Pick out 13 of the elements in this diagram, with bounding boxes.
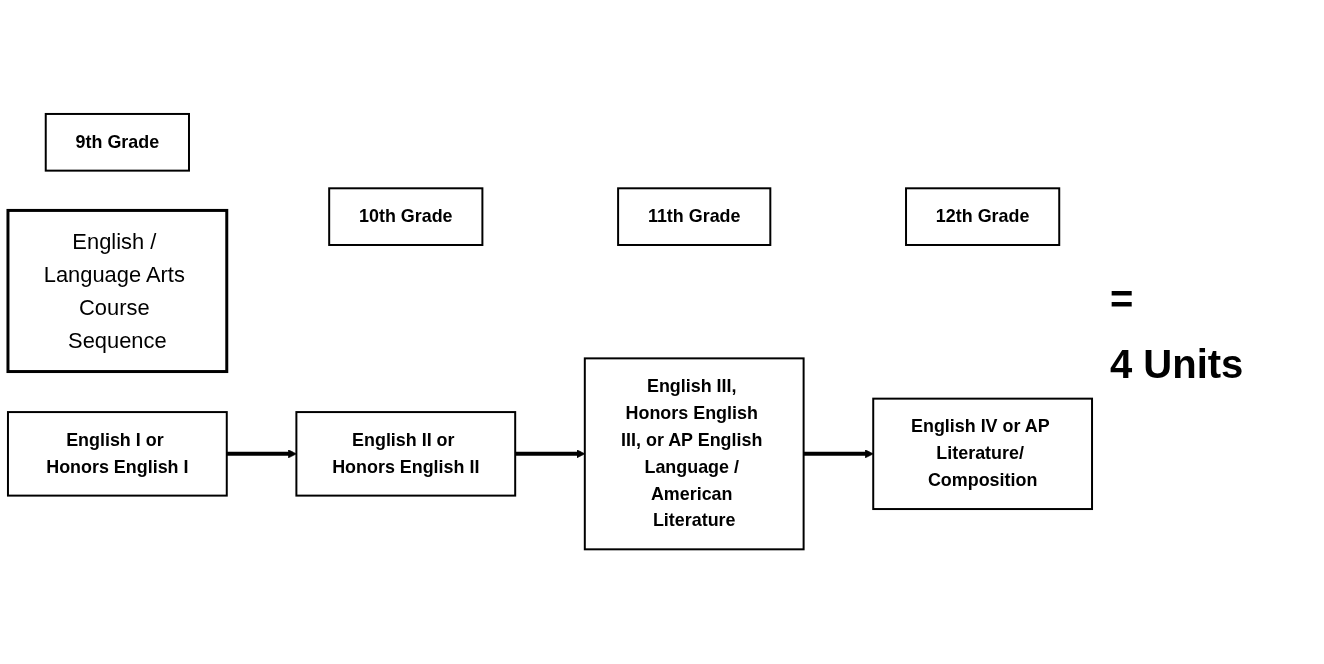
node-box: English / Language Arts Course Sequence — [6, 209, 229, 374]
total-note: = — [1110, 277, 1135, 322]
node-box: English IV or AP Literature/ Composition — [872, 398, 1094, 511]
node-box: English I or Honors English I — [6, 411, 228, 497]
total-note: 4 Units — [1110, 342, 1244, 387]
node-box: English II or Honors English II — [295, 411, 517, 497]
node-box: 9th Grade — [44, 113, 190, 172]
node-box: 12th Grade — [905, 187, 1061, 247]
node-box: 11th Grade — [617, 187, 772, 247]
node-box: 10th Grade — [328, 187, 484, 247]
arrow — [803, 449, 874, 459]
arrow — [226, 449, 297, 459]
node-box: English III, Honors English III, or AP English Language / American Literature — [583, 357, 805, 551]
